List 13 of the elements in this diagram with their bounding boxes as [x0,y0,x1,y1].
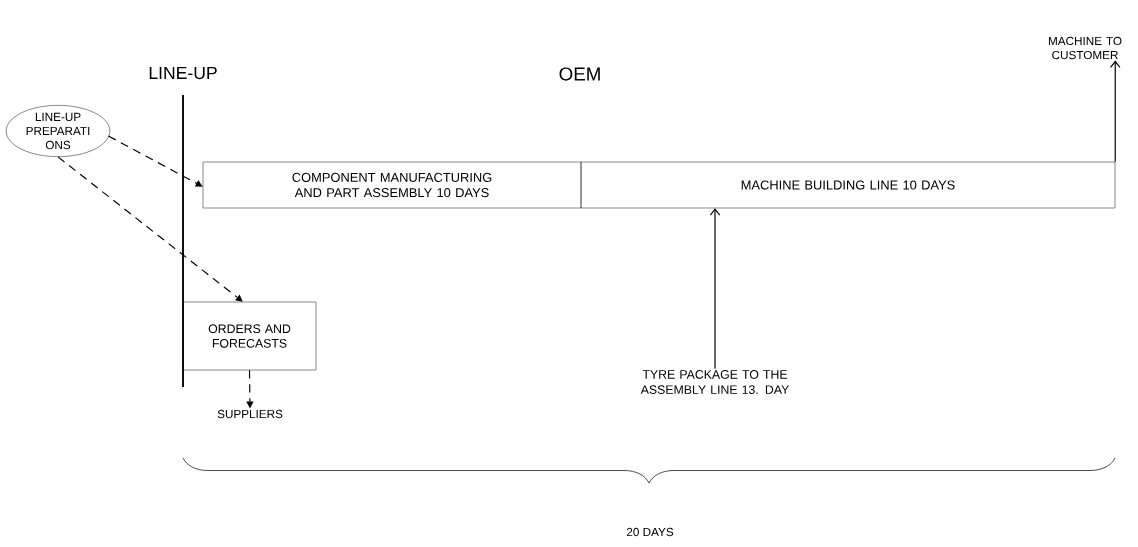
arrow [1109,60,1121,163]
process-box: MACHINE BUILDING LINE 10 DAYS [580,161,1116,209]
title: OEM [559,67,600,81]
arrow [709,208,721,370]
arrow [107,135,203,187]
duration-label: 20 DAYS [626,527,674,537]
heading-label: LINE-UP [149,66,217,80]
process-box: ORDERS AND FORECASTS [182,301,317,371]
process-box: COMPONENT MANUFACTURING AND PART ASSEMBLY 10 DAYS [202,161,582,209]
node-text: MACHINE TO CUSTOMER [1048,36,1122,60]
node-text: TYRE PACKAGE TO THE ASSEMBLY LINE 13. DAY [640,370,790,394]
node-text: SUPPLIERS [217,409,283,419]
arrow [57,156,243,302]
